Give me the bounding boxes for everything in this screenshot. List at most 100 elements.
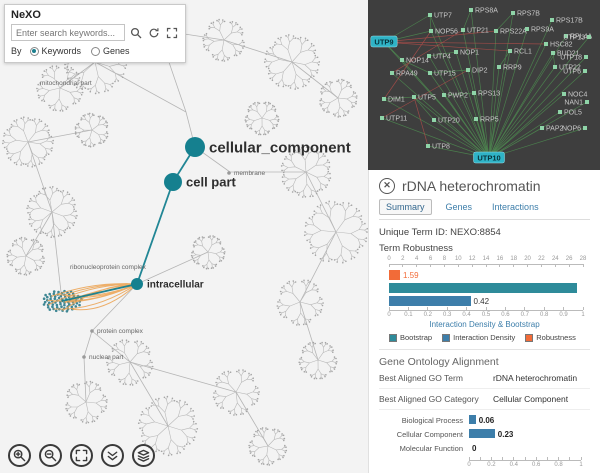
search-input[interactable] xyxy=(11,24,125,41)
gene-node-utp18[interactable]: UTP18 xyxy=(560,55,588,62)
term-label-membrane[interactable]: membrane xyxy=(227,170,265,177)
gene-node-nop14[interactable]: NOP14 xyxy=(400,58,429,65)
gene-node-bud21[interactable]: BUD21 xyxy=(551,51,580,58)
gene-node-utp20[interactable]: UTP20 xyxy=(432,118,460,125)
gene-node-utp22[interactable]: UTP22 xyxy=(553,65,581,72)
gene-node-nan1[interactable]: NAN1 xyxy=(564,100,589,107)
refresh-icon[interactable] xyxy=(146,25,161,40)
gene-node-pap2[interactable]: PAP2 xyxy=(540,126,563,133)
gene-node-rps22a[interactable]: RPS22A xyxy=(494,29,527,36)
tab-genes[interactable]: Genes xyxy=(445,202,473,212)
expand-icon[interactable] xyxy=(164,25,179,40)
svg-text:UTP6: UTP6 xyxy=(563,69,581,76)
svg-text:RRP5: RRP5 xyxy=(480,117,499,124)
tab-interactions[interactable]: Interactions xyxy=(492,202,539,212)
term-label-ribonucleoprotein-complex[interactable]: ribonucleoprotein complex xyxy=(70,264,147,271)
term-label-mitochondrial-part[interactable]: mitochondrial part xyxy=(40,80,92,87)
gene-node-hsc82[interactable]: HSC82 xyxy=(544,42,573,49)
expand-levels-button[interactable] xyxy=(101,444,124,467)
svg-text:RPS17B: RPS17B xyxy=(556,18,583,25)
zoom-in-button[interactable] xyxy=(8,444,31,467)
gene-node-utp21[interactable]: UTP21 xyxy=(461,28,489,35)
selected-term-path xyxy=(61,146,196,302)
gene-node-utp9[interactable]: UTP9 xyxy=(370,35,398,48)
gene-node-utp8[interactable]: UTP8 xyxy=(426,144,450,151)
svg-text:UTP8: UTP8 xyxy=(432,144,450,151)
gene-node-utp11[interactable]: UTP11 xyxy=(380,116,407,123)
term-node-cell-part[interactable]: cell part xyxy=(164,173,237,191)
term-node-intracellular[interactable]: intracellular xyxy=(131,278,204,291)
svg-text:UTP9: UTP9 xyxy=(374,38,393,47)
gene-node-utp13[interactable]: UTP13 xyxy=(563,35,591,42)
svg-text:UTP11: UTP11 xyxy=(386,116,407,123)
robustness-section-title: Term Robustness xyxy=(379,243,453,254)
svg-text:UTP13: UTP13 xyxy=(563,35,585,42)
term-title: rDNA heterochromatin xyxy=(402,178,541,194)
term-label-protein-complex[interactable]: protein complex xyxy=(90,328,144,335)
gene-node-rpa49[interactable]: RPA49 xyxy=(390,71,418,78)
gene-node-utp10[interactable]: UTP10 xyxy=(473,151,505,164)
gene-node-nop1[interactable]: NOP1 xyxy=(454,50,479,57)
by-label: By xyxy=(11,46,22,56)
gene-node-rrp5[interactable]: RRP5 xyxy=(474,117,499,124)
gene-node-utp6[interactable]: UTP6 xyxy=(563,69,587,76)
app-title: NeXO xyxy=(11,9,41,21)
radio-genes[interactable]: Genes xyxy=(91,46,130,56)
gene-node-nop6[interactable]: NOP6 xyxy=(562,126,587,133)
gene-node-rcl1[interactable]: RCL1 xyxy=(508,49,532,56)
svg-text:NOP14: NOP14 xyxy=(406,58,429,65)
gene-node-utp4[interactable]: UTP4 xyxy=(427,54,451,61)
svg-text:DIP2: DIP2 xyxy=(472,68,488,75)
gene-node-dim1[interactable]: DIM1 xyxy=(382,97,405,104)
gene-node-pol5[interactable]: POL5 xyxy=(558,110,582,117)
layers-button[interactable] xyxy=(132,444,155,467)
term-label-nuclear-part[interactable]: nuclear part xyxy=(82,354,124,361)
interaction-network-svg[interactable]: UTP7 RPS8A RPS7B RPS17B UTP9 NOP56 UTP21 RPS22A… xyxy=(368,0,600,170)
gene-node-rrp9[interactable]: RRP9 xyxy=(497,65,522,72)
gene-node-rps9a[interactable]: RPS9A xyxy=(525,27,554,34)
svg-text:RPS22A: RPS22A xyxy=(500,29,527,36)
gene-node-pwp2[interactable]: PWP2 xyxy=(442,93,468,100)
svg-text:mitochondrial part: mitochondrial part xyxy=(40,80,92,87)
gene-node-utp15[interactable]: UTP15 xyxy=(428,71,456,78)
gene-node-rpl4a[interactable]: RPL4A xyxy=(564,34,593,41)
zoom-out-button[interactable] xyxy=(39,444,62,467)
interaction-edges xyxy=(381,9,590,159)
svg-text:UTP15: UTP15 xyxy=(434,71,456,78)
gene-node-nop56[interactable]: NOP56 xyxy=(429,29,458,36)
svg-text:UTP4: UTP4 xyxy=(433,54,451,61)
gene-node-utp5[interactable]: UTP5 xyxy=(412,95,436,102)
tab-summary[interactable]: Summary xyxy=(379,199,432,215)
radio-keywords[interactable]: Keywords xyxy=(29,46,81,56)
svg-text:DIM1: DIM1 xyxy=(388,97,405,104)
gene-node-rps7b[interactable]: RPS7B xyxy=(511,11,540,18)
svg-text:UTP20: UTP20 xyxy=(438,118,460,125)
gene-node-noc4[interactable]: NOC4 xyxy=(562,92,588,99)
search-icon[interactable] xyxy=(128,25,143,40)
svg-text:membrane: membrane xyxy=(234,170,265,177)
gene-node-rps17b[interactable]: RPS17B xyxy=(550,18,583,25)
svg-text:cell part: cell part xyxy=(186,175,237,190)
term-node-cellular-component[interactable]: cellular_component xyxy=(185,137,351,157)
svg-text:NAN1: NAN1 xyxy=(564,100,583,107)
fit-content-button[interactable] xyxy=(70,444,93,467)
svg-text:HSC82: HSC82 xyxy=(550,42,573,49)
gene-node-utp7[interactable]: UTP7 xyxy=(428,13,452,20)
gene-node-dip2[interactable]: DIP2 xyxy=(466,68,488,75)
svg-text:BUD21: BUD21 xyxy=(557,51,580,58)
svg-text:RPS13: RPS13 xyxy=(478,91,500,98)
svg-text:UTP21: UTP21 xyxy=(467,28,489,35)
close-icon[interactable]: ✕ xyxy=(379,178,395,194)
gene-node-rps13[interactable]: RPS13 xyxy=(472,91,500,98)
svg-text:NOP56: NOP56 xyxy=(435,29,458,36)
details-tabs: Summary Genes Interactions xyxy=(379,199,590,220)
interaction-network-panel[interactable]: UTP7 RPS8A RPS7B RPS17B UTP9 NOP56 UTP21 RPS22A… xyxy=(368,0,600,170)
gene-node-rps8a[interactable]: RPS8A xyxy=(469,8,498,15)
